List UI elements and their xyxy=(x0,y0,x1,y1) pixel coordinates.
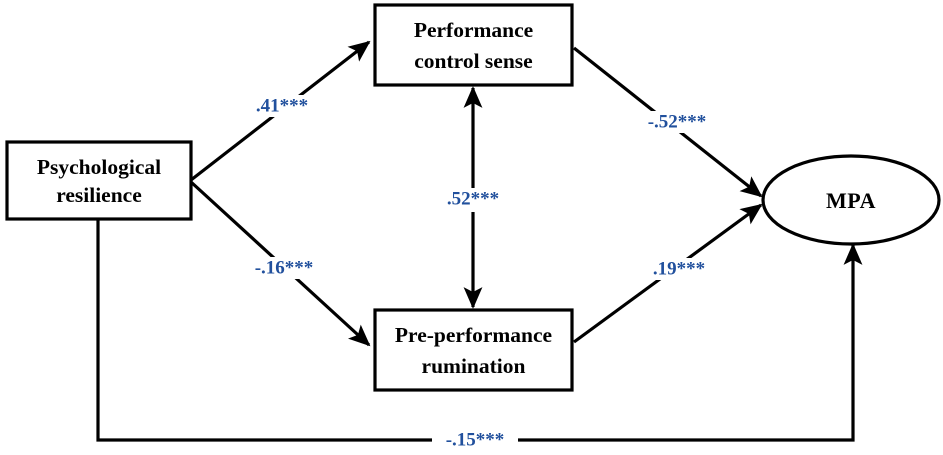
node-mpa[interactable]: MPA xyxy=(761,154,941,246)
node-pre-performance-rumination-box xyxy=(373,308,574,392)
node-psychological-resilience-box xyxy=(5,140,193,221)
coef-resilience-to-control-sense-text: .41*** xyxy=(256,95,308,116)
coef-resilience-to-control-sense: .41*** xyxy=(243,95,321,117)
node-mpa-ellipse xyxy=(761,154,941,246)
node-performance-control-sense-box xyxy=(373,3,574,87)
node-pre-performance-rumination-line2: rumination xyxy=(422,354,526,378)
node-psychological-resilience-line2: resilience xyxy=(56,183,142,207)
node-psychological-resilience-line1: Psychological xyxy=(37,155,161,179)
coef-control-sense-rumination-correlation-text: .52*** xyxy=(447,188,499,209)
coef-control-sense-rumination-correlation: .52*** xyxy=(434,188,514,212)
node-performance-control-sense[interactable]: Performance control sense xyxy=(373,3,574,87)
node-pre-performance-rumination-line1: Pre-performance xyxy=(395,323,552,347)
coef-resilience-to-rumination-text: -.16*** xyxy=(255,257,314,278)
node-pre-performance-rumination[interactable]: Pre-performance rumination xyxy=(373,308,574,392)
coef-control-sense-to-mpa: -.52*** xyxy=(634,111,720,133)
node-psychological-resilience[interactable]: Psychological resilience xyxy=(5,140,193,221)
coef-resilience-to-rumination: -.16*** xyxy=(241,257,327,279)
coef-rumination-to-mpa-text: .19*** xyxy=(653,258,705,279)
coef-resilience-to-mpa-direct-text: -.15*** xyxy=(446,429,505,450)
coef-control-sense-to-mpa-text: -.52*** xyxy=(648,111,707,132)
coef-resilience-to-mpa-direct: -.15*** xyxy=(432,429,518,451)
node-performance-control-sense-line2: control sense xyxy=(414,49,532,73)
node-mpa-label: MPA xyxy=(826,188,876,213)
coef-rumination-to-mpa: .19*** xyxy=(640,258,718,280)
node-performance-control-sense-line1: Performance xyxy=(414,18,533,42)
